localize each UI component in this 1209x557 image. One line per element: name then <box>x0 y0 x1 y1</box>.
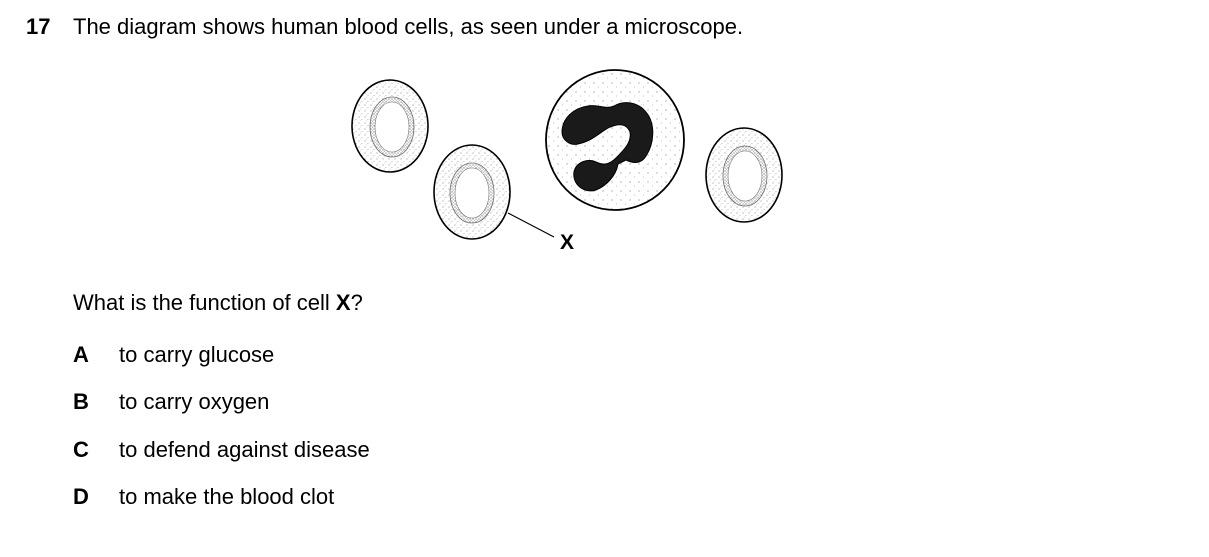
lobed-nucleus <box>561 102 654 192</box>
blood-cells-diagram: X <box>351 69 783 254</box>
white-blood-cell <box>545 69 685 211</box>
cell-x-red-blood-cell <box>433 144 511 240</box>
label-x-leader-line <box>507 212 555 238</box>
option-letter: C <box>73 437 89 462</box>
option-text: to carry oxygen <box>119 389 270 414</box>
question-stem: What is the function of cell X? <box>73 290 363 316</box>
option-text: to carry glucose <box>119 342 275 367</box>
option-letter: A <box>73 342 89 367</box>
question-number: 17 <box>26 14 51 39</box>
option-text: to make the blood clot <box>119 484 335 509</box>
stem-text-before: What is the function of cell <box>73 290 336 315</box>
red-blood-cell-3 <box>705 127 783 223</box>
option-text: to defend against disease <box>119 437 370 462</box>
stem-text-after: ? <box>350 290 363 315</box>
option-letter: B <box>73 389 89 414</box>
label-x: X <box>560 231 574 254</box>
red-blood-cell-1 <box>351 79 429 173</box>
option-letter: D <box>73 484 89 509</box>
question-text: The diagram shows human blood cells, as … <box>73 14 744 39</box>
stem-text-bold: X <box>335 290 351 315</box>
